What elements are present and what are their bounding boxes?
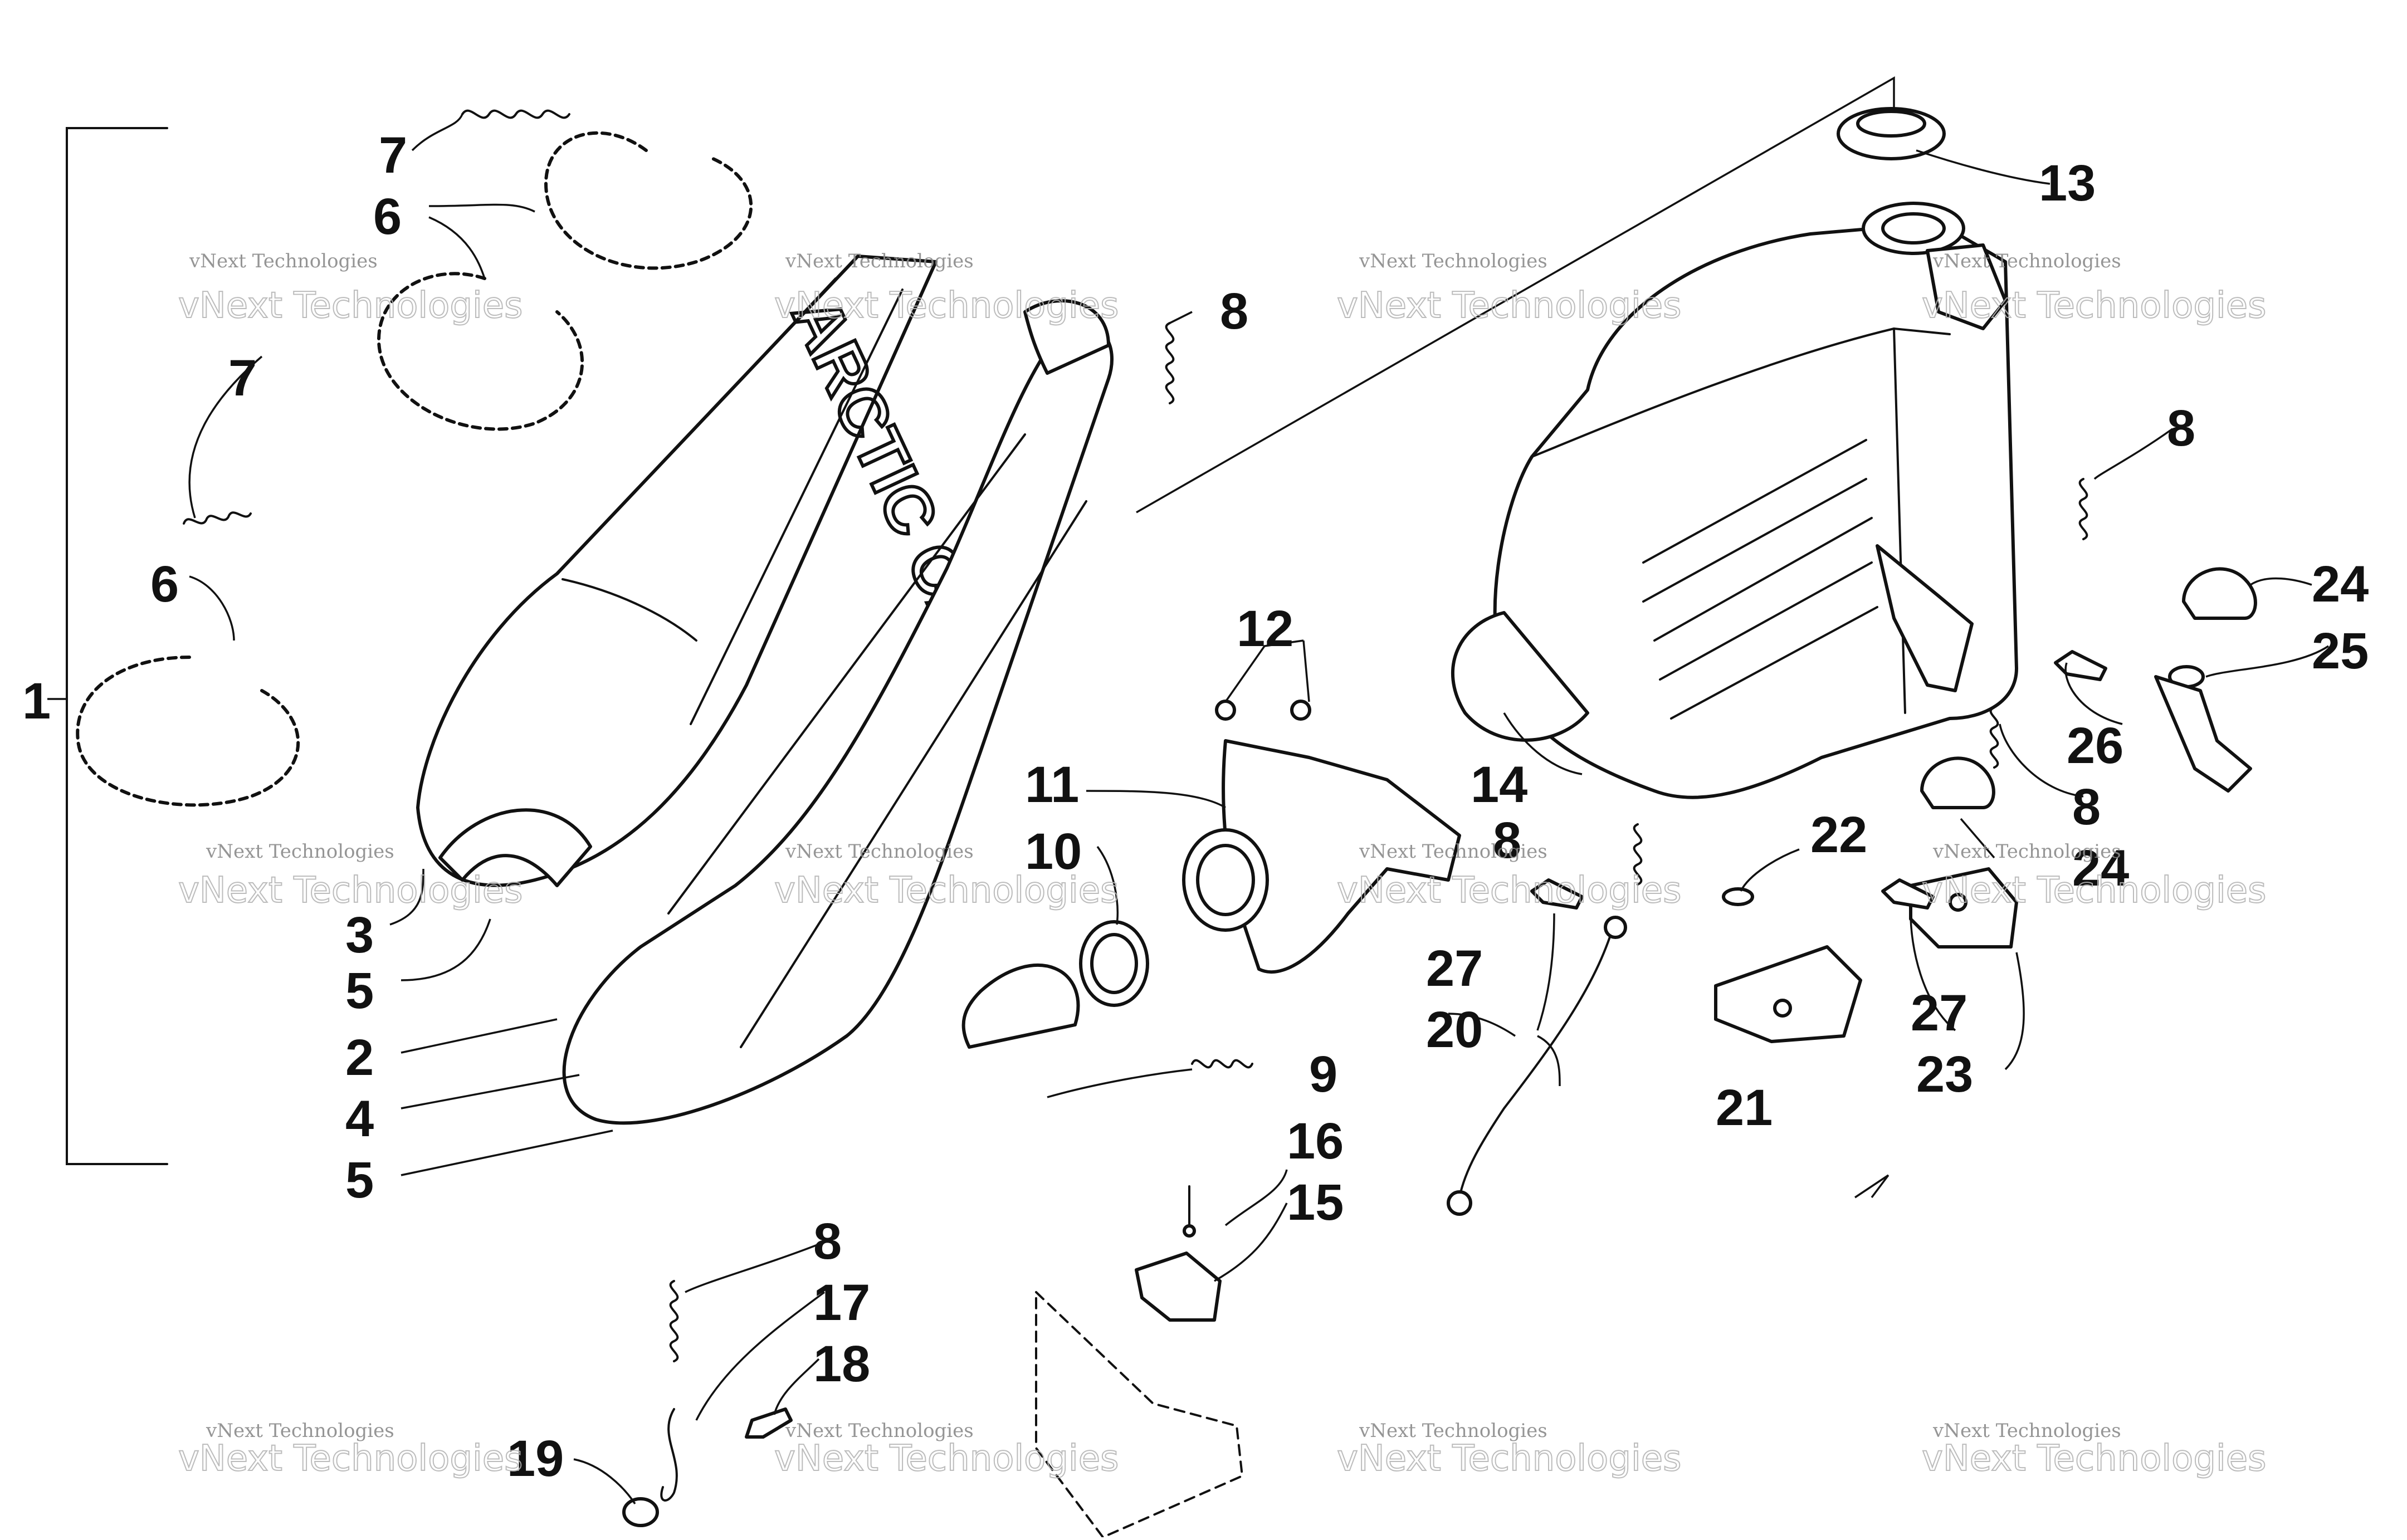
leader-lines <box>188 76 2329 1504</box>
callout-15: 15 <box>1287 1174 1344 1231</box>
spring-part-7-left <box>183 511 252 525</box>
callout-24-right: 24 <box>2312 556 2369 613</box>
callout-6-lower: 6 <box>150 556 179 613</box>
callout-11: 11 <box>1025 756 1079 813</box>
clamp-ring-part-6-upper-right <box>544 131 753 270</box>
bolt-part-27-left <box>1530 878 1584 910</box>
watermark-text: vNext Technologies <box>206 840 394 863</box>
washer-part-22 <box>1722 887 1754 906</box>
watermark-text: vNext Technologies <box>1932 250 2121 272</box>
callout-21: 21 <box>1716 1079 1773 1136</box>
watermark-text: vNext Technologies <box>785 840 974 863</box>
spring-hook-part-17 <box>660 1408 678 1502</box>
clamp-ring-part-6-upper-left <box>377 272 584 431</box>
callout-26: 26 <box>2067 717 2123 774</box>
grommet-part-13 <box>1837 107 1946 160</box>
silencer-box-part-14 <box>1451 202 2018 799</box>
bracket-part-25 <box>2154 665 2252 793</box>
callout-5-upper: 5 <box>345 962 374 1019</box>
nut-part-19 <box>622 1497 659 1527</box>
bolt-part-18 <box>745 1407 793 1439</box>
watermark-text: vNext Technologies <box>1359 1420 1547 1442</box>
bolt-part-27-right <box>1881 878 1935 910</box>
rubber-mount-part-24-b <box>1920 756 1995 809</box>
spring-part-9 <box>1191 1059 1253 1069</box>
clamp-ring-part-6-lower <box>76 656 300 807</box>
screw-part-16 <box>1183 1185 1196 1238</box>
watermark-outline: vNext Technologies <box>1922 1438 2266 1479</box>
callout-25: 25 <box>2312 623 2369 679</box>
watermark-text: vNext Technologies <box>1932 1420 2121 1442</box>
callout-12: 12 <box>1237 600 1293 657</box>
spring-part-8-lower-right <box>1989 706 1999 769</box>
callout-23: 23 <box>1916 1046 1973 1103</box>
callout-27-right: 27 <box>1911 985 1967 1042</box>
chassis-mount-outline <box>1035 1289 1244 1539</box>
watermark-outline: vNext Technologies <box>1337 285 1681 326</box>
callout-6-upper: 6 <box>373 188 402 245</box>
callout-22: 22 <box>1810 806 1867 863</box>
callouts: 1 2 3 4 5 5 6 6 7 7 8 8 8 8 8 9 10 11 12… <box>22 127 2369 1487</box>
callout-8-top: 8 <box>1220 283 1248 340</box>
watermarks: vNext Technologies vNext Technologies vN… <box>178 250 2267 1480</box>
exhaust-pipe-part-2 <box>562 299 1114 1125</box>
callout-14: 14 <box>1471 756 1527 813</box>
watermark-outline: vNext Technologies <box>774 285 1119 326</box>
exhaust-manifold-part-11 <box>1182 739 1461 974</box>
watermark-text: vNext Technologies <box>785 250 974 272</box>
callout-7-upper: 7 <box>379 127 407 184</box>
callout-13: 13 <box>2039 155 2096 212</box>
watermark-text: vNext Technologies <box>1359 250 1547 272</box>
spring-part-8-right <box>2078 478 2088 540</box>
callout-3: 3 <box>345 907 374 964</box>
bolt-part-26 <box>2054 650 2107 681</box>
watermark-outline: vNext Technologies <box>774 870 1119 911</box>
callout-8-lower-right: 8 <box>2072 779 2101 835</box>
watermark-text: vNext Technologies <box>206 1420 394 1442</box>
watermark-text: vNext Technologies <box>1359 840 1547 863</box>
callout-17: 17 <box>813 1274 870 1331</box>
gasket-part-10 <box>1079 920 1149 1007</box>
watermark-outline: vNext Technologies <box>1922 870 2266 911</box>
watermark-outline: vNext Technologies <box>1922 285 2266 326</box>
callout-7-lower: 7 <box>228 350 257 407</box>
watermark-outline: vNext Technologies <box>774 1438 1119 1479</box>
spring-part-8-middle <box>1633 823 1643 886</box>
nut-part-12-a <box>1215 700 1236 721</box>
callout-2: 2 <box>345 1029 374 1086</box>
callout-8-bottom: 8 <box>813 1213 842 1270</box>
callout-24-lower: 24 <box>2072 840 2129 897</box>
spring-part-7-top <box>461 109 570 119</box>
callout-1: 1 <box>22 673 51 730</box>
callout-5-lower: 5 <box>345 1152 374 1209</box>
cable-part-20 <box>1447 916 1627 1216</box>
callout-10: 10 <box>1025 823 1082 880</box>
watermark-text: vNext Technologies <box>189 250 378 272</box>
callout-16: 16 <box>1287 1113 1344 1170</box>
callout-27-left: 27 <box>1426 940 1483 997</box>
spring-part-8-bottom <box>669 1280 679 1362</box>
bracket-part-21 <box>1714 945 1862 1043</box>
callout-18: 18 <box>813 1336 870 1392</box>
callout-20: 20 <box>1426 1001 1483 1058</box>
watermark-text: vNext Technologies <box>785 1420 974 1442</box>
callout-8-right: 8 <box>2167 400 2195 457</box>
callout-9: 9 <box>1309 1046 1337 1103</box>
callout-8-middle: 8 <box>1493 812 1521 869</box>
spring-part-8-top <box>1165 322 1175 404</box>
nut-part-12-b <box>1290 700 1311 721</box>
watermark-outline: vNext Technologies <box>178 1438 523 1479</box>
watermark-text: vNext Technologies <box>1932 840 2121 863</box>
rubber-mount-part-24-a <box>2182 567 2257 620</box>
watermark-outline: vNext Technologies <box>178 285 523 326</box>
callout-19: 19 <box>507 1430 564 1487</box>
watermark-outline: vNext Technologies <box>1337 1438 1681 1479</box>
watermark-outline: vNext Technologies <box>178 870 523 911</box>
assembly-bracket <box>47 127 168 1165</box>
callout-4: 4 <box>345 1091 374 1147</box>
bumper-part-15 <box>1135 1251 1222 1322</box>
watermark-outline: vNext Technologies <box>1337 870 1681 911</box>
